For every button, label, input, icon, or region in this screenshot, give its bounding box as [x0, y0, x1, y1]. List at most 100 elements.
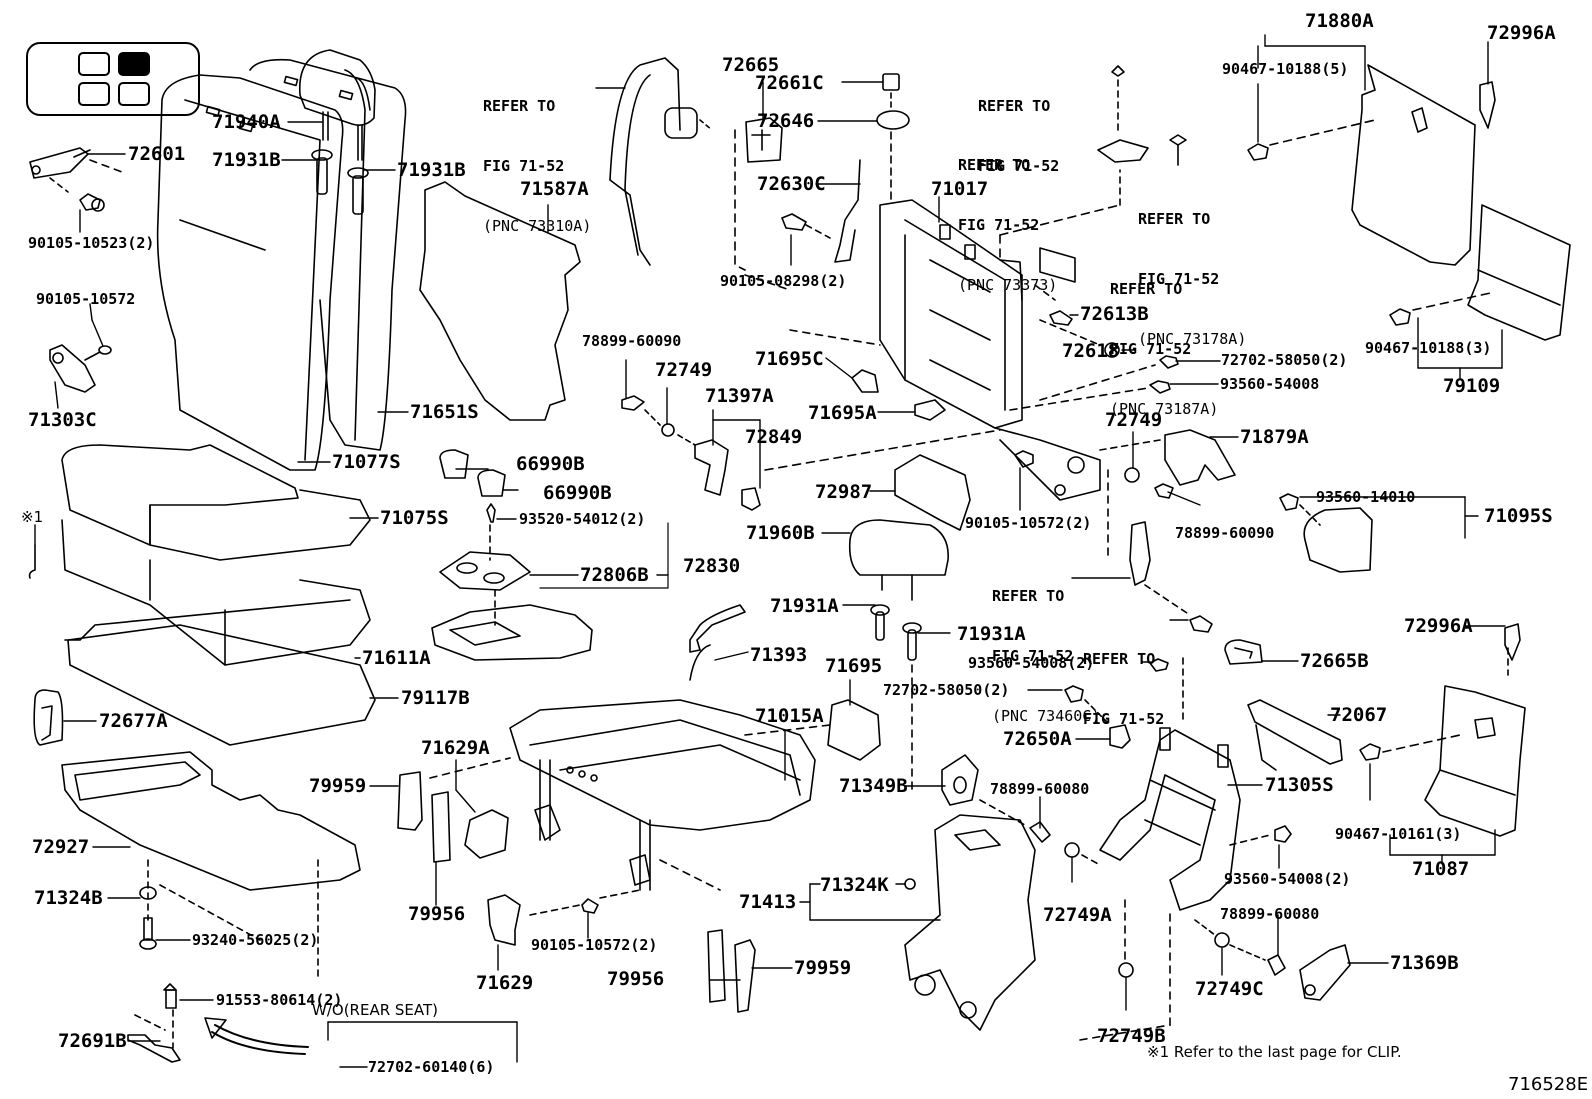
part-label-93560-54008[interactable]: 93560-54008(2): [968, 654, 1095, 672]
part-label-71369B[interactable]: 71369B: [1390, 952, 1459, 974]
frame-71305S: [1099, 727, 1241, 911]
part-label-71305S[interactable]: 71305S: [1265, 774, 1334, 796]
part-label-71015A[interactable]: 71015A: [755, 705, 824, 727]
part-label-71931B[interactable]: 71931B: [212, 149, 281, 171]
part-label-71413[interactable]: 71413: [739, 891, 797, 913]
tray-72927: [61, 751, 361, 1063]
part-label-71695C[interactable]: 71695C: [755, 348, 824, 370]
part-label-66990B[interactable]: 66990B: [516, 453, 585, 475]
part-label-71324B[interactable]: 71324B: [34, 887, 103, 909]
part-label-79117B[interactable]: 79117B: [401, 687, 470, 709]
part-label-90467-10188-5[interactable]: 90467-10188(5): [1222, 60, 1349, 78]
part-label-93520-54012[interactable]: 93520-54012(2): [519, 510, 646, 528]
part-label-72702-58050[interactable]: 72702-58050(2): [1221, 351, 1348, 369]
part-label-71931B[interactable]: 71931B: [397, 159, 466, 181]
part-label-71931A[interactable]: 71931A: [957, 623, 1026, 645]
reference-note-bolt[interactable]: REFER TO FIG 71-52: [1083, 609, 1164, 749]
part-label-79956[interactable]: 79956: [607, 968, 665, 990]
part-label-72601[interactable]: 72601: [128, 143, 186, 165]
part-label-71393[interactable]: 71393: [750, 644, 808, 666]
part-label-72650A[interactable]: 72650A: [1003, 728, 1072, 750]
part-label-72067[interactable]: 72067: [1330, 704, 1388, 726]
part-label-71077S[interactable]: 71077S: [332, 451, 401, 473]
part-label-71695[interactable]: 71695: [825, 655, 883, 677]
part-label-71324K[interactable]: 71324K: [820, 874, 889, 896]
part-label-71075S[interactable]: 71075S: [380, 507, 449, 529]
part-label-71017[interactable]: 71017: [931, 178, 989, 200]
part-label-78899-60080[interactable]: 78899-60080: [1220, 905, 1320, 923]
part-label-78899-60090[interactable]: 78899-60090: [582, 332, 682, 350]
figure-id: 716528E: [1508, 1074, 1589, 1095]
part-label-72849[interactable]: 72849: [745, 426, 803, 448]
reference-note-73187A[interactable]: REFER TO FIG 71-52 (PNC 73187A): [1110, 239, 1218, 439]
part-label-90105-10523[interactable]: 90105-10523(2): [28, 234, 155, 252]
part-label-93560-54008[interactable]: 93560-54008: [1220, 375, 1320, 393]
part-label-72749A[interactable]: 72749A: [1043, 904, 1112, 926]
part-label-71940A[interactable]: 71940A: [212, 111, 281, 133]
part-label-90105-10572[interactable]: 90105-10572: [36, 290, 136, 308]
reference-note-73178A[interactable]: REFER TO FIG 71-52 (PNC 73178A): [1138, 169, 1246, 369]
part-label-71303C[interactable]: 71303C: [28, 409, 97, 431]
part-label-72749[interactable]: 72749: [1105, 409, 1163, 431]
bezel-72646: [876, 110, 910, 130]
part-label-72749C[interactable]: 72749C: [1195, 978, 1264, 1000]
part-label-71880A[interactable]: 71880A: [1305, 10, 1374, 32]
part-label-79956[interactable]: 79956: [408, 903, 466, 925]
part-label-78899-60080[interactable]: 78899-60080: [990, 780, 1090, 798]
part-label-93240-56025[interactable]: 93240-56025(2): [192, 931, 319, 949]
part-label-91553-80614[interactable]: 91553-80614(2): [216, 991, 343, 1009]
part-label-66990B[interactable]: 66990B: [543, 482, 612, 504]
part-label-72749B[interactable]: 72749B: [1097, 1025, 1166, 1047]
part-label-93560-14010[interactable]: 93560-14010: [1316, 488, 1416, 506]
part-label-71695A[interactable]: 71695A: [808, 402, 877, 424]
part-label-72646[interactable]: 72646: [757, 110, 815, 132]
part-label-90105-10572[interactable]: 90105-10572(2): [965, 514, 1092, 532]
part-label-72691B[interactable]: 72691B: [58, 1030, 127, 1052]
part-label-90467-10161[interactable]: 90467-10161(3): [1335, 825, 1462, 843]
part-label-71629A[interactable]: 71629A: [421, 737, 490, 759]
reference-note-screw[interactable]: REFER TO FIG 71-52: [978, 56, 1059, 196]
part-label-72677A[interactable]: 72677A: [99, 710, 168, 732]
part-label-71629[interactable]: 71629: [476, 972, 534, 994]
reference-note-73373[interactable]: REFER TO FIG 71-52 (PNC 73373): [958, 115, 1057, 315]
part-label-90467-10188-3[interactable]: 90467-10188(3): [1365, 339, 1492, 357]
part-label-72702-58050[interactable]: 72702-58050(2): [883, 681, 1010, 699]
part-label-71397A[interactable]: 71397A: [705, 385, 774, 407]
part-label-90105-08298[interactable]: 90105-08298(2): [720, 272, 847, 290]
screw-93560-54008-top: [1149, 380, 1171, 394]
part-label-72618[interactable]: 72618: [1062, 340, 1120, 362]
part-label-79959[interactable]: 79959: [309, 775, 367, 797]
panel-72987: [894, 454, 971, 531]
part-label-72630C[interactable]: 72630C: [757, 173, 826, 195]
part-label-79959[interactable]: 79959: [794, 957, 852, 979]
part-label-72996A[interactable]: 72996A: [1487, 22, 1556, 44]
part-label-71879A[interactable]: 71879A: [1240, 426, 1309, 448]
part-label-72613B[interactable]: 72613B: [1080, 303, 1149, 325]
part-label-71095S[interactable]: 71095S: [1484, 505, 1553, 527]
part-label-72665B[interactable]: 72665B: [1300, 650, 1369, 672]
part-label-71651S[interactable]: 71651S: [410, 401, 479, 423]
reference-note-73310A[interactable]: REFER TO FIG 71-52 (PNC 73310A): [483, 56, 591, 256]
reference-line-1: REFER TO: [978, 97, 1051, 115]
part-label-71587A[interactable]: 71587A: [520, 178, 589, 200]
part-label-72665[interactable]: 72665: [722, 54, 780, 76]
part-label-72661C[interactable]: 72661C: [755, 72, 824, 94]
part-label-72987[interactable]: 72987: [815, 481, 873, 503]
part-label-71087[interactable]: 71087: [1412, 858, 1470, 880]
part-label-78899-60090[interactable]: 78899-60090: [1175, 524, 1275, 542]
part-label-71611A[interactable]: 71611A: [362, 647, 431, 669]
reference-note-73460C[interactable]: REFER TO FIG 71-52 (PNC 73460C): [992, 546, 1100, 746]
part-label-93560-54008[interactable]: 93560-54008(2): [1224, 870, 1351, 888]
part-label-72806B[interactable]: 72806B: [580, 564, 649, 586]
part-label-90105-10572[interactable]: 90105-10572(2): [531, 936, 658, 954]
part-label-71931A[interactable]: 71931A: [770, 595, 839, 617]
part-label-71960B[interactable]: 71960B: [746, 522, 815, 544]
part-label-72702-60140[interactable]: 72702-60140(6): [368, 1058, 495, 1076]
part-label-71349B[interactable]: 71349B: [839, 775, 908, 797]
part-label-72996A[interactable]: 72996A: [1404, 615, 1473, 637]
part-label-79109[interactable]: 79109: [1443, 375, 1501, 397]
part-label-72927[interactable]: 72927: [32, 836, 90, 858]
clip-72677A: [33, 689, 64, 746]
part-label-72830[interactable]: 72830: [683, 555, 741, 577]
part-label-72749[interactable]: 72749: [655, 359, 713, 381]
